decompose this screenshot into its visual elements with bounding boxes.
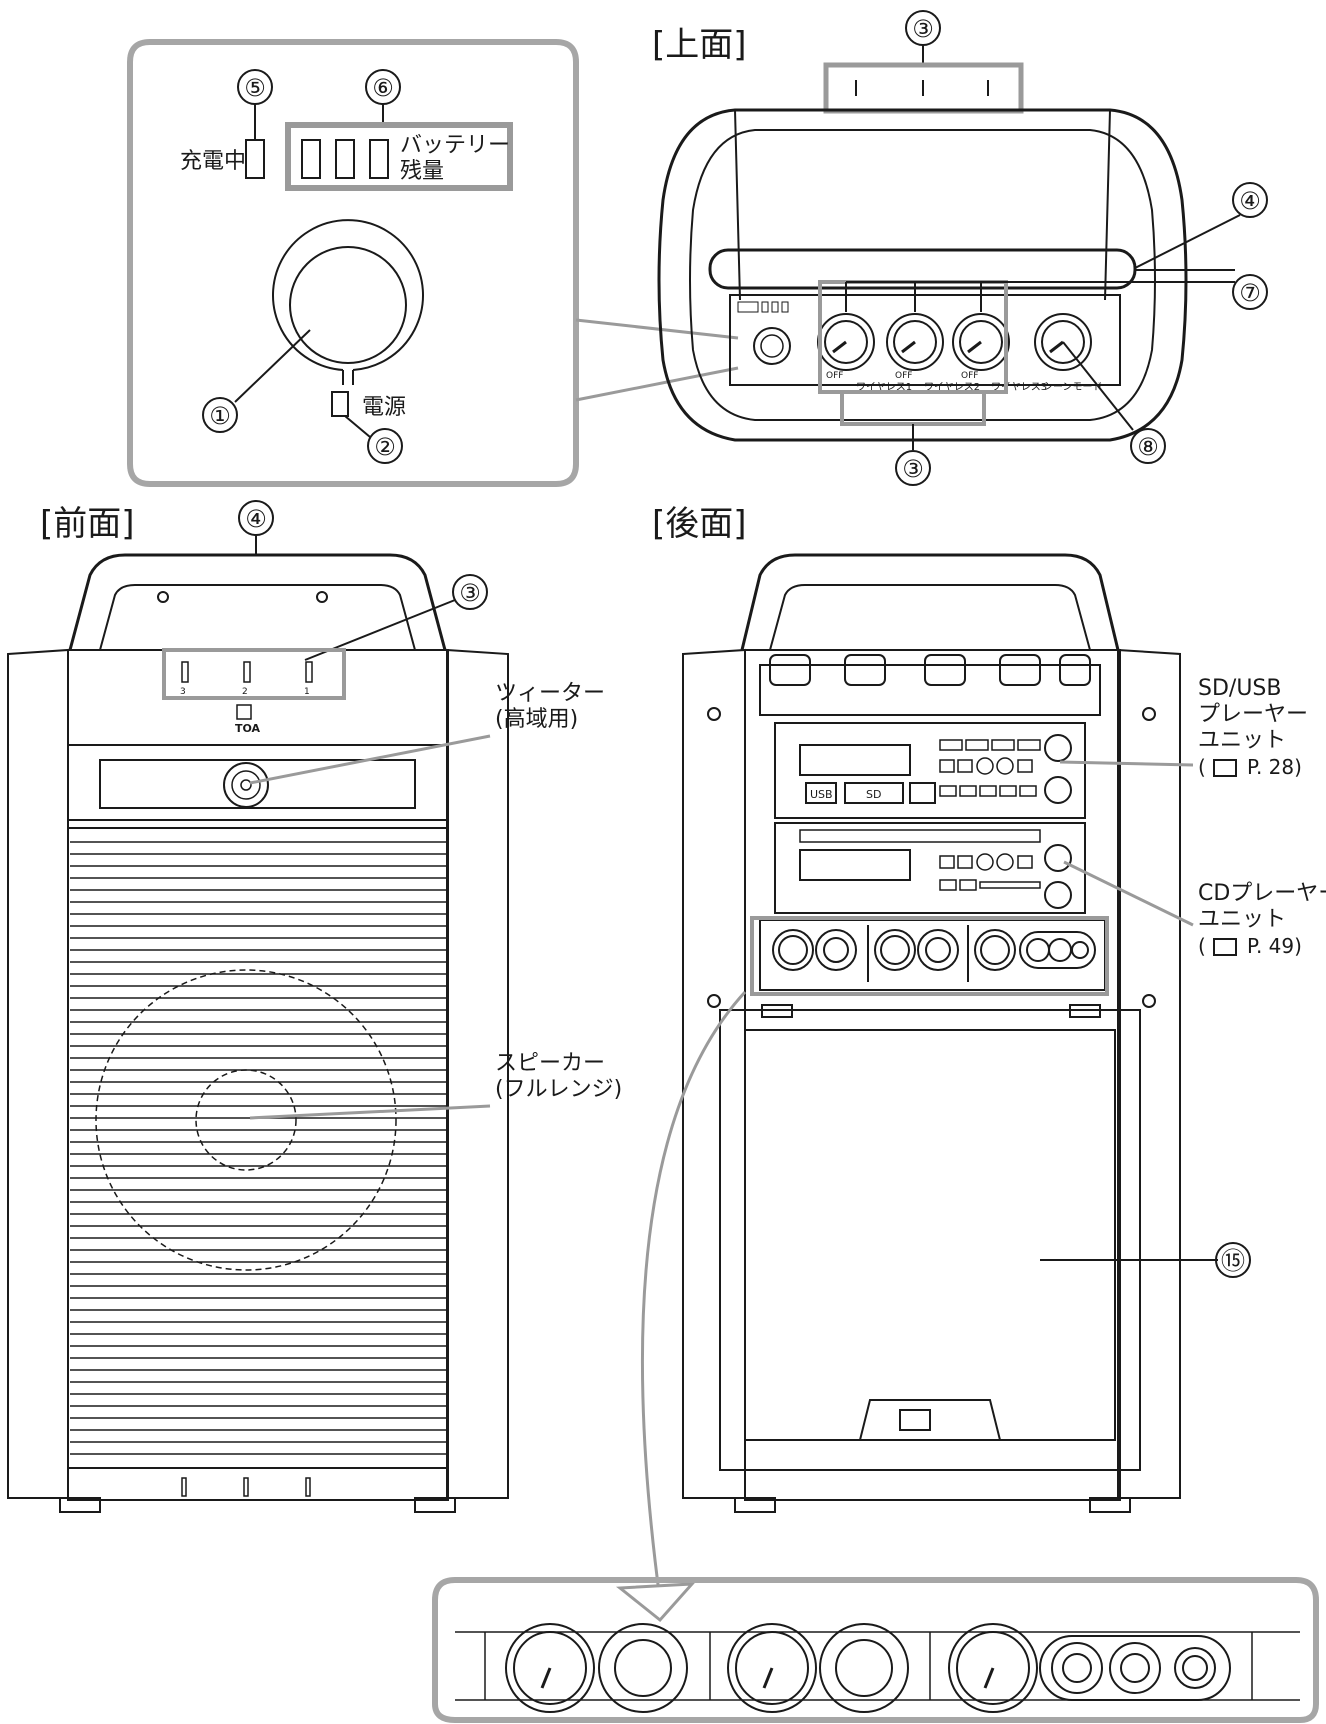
slot-num-2: 2 — [242, 687, 248, 697]
cd-label-2: ユニット — [1198, 907, 1286, 932]
callout-3-bottom: ③ — [902, 455, 924, 483]
charging-label: 充電中 — [180, 149, 246, 174]
callout-1: ① — [209, 402, 231, 430]
zoom-arrow-head — [615, 1582, 696, 1623]
page-ref-icon — [1213, 938, 1237, 956]
scene-mode-label: シーンモード — [1043, 382, 1103, 393]
sd-usb-player-unit — [774, 722, 1086, 819]
knob1-label: ワイヤレス1 — [856, 382, 912, 393]
top-view-title: [上面] — [652, 25, 747, 65]
knob2-off: OFF — [895, 371, 912, 381]
cd-label-1: CDプレーヤー — [1198, 881, 1326, 906]
callout-4-front: ④ — [245, 505, 267, 533]
knob3-label: ワイヤレス3 — [991, 382, 1047, 393]
sd-slot-label: SD — [866, 788, 881, 801]
power-button — [289, 246, 407, 364]
cd-player-unit — [774, 822, 1086, 914]
page-ref-icon — [1213, 759, 1237, 777]
callout-7: ⑦ — [1239, 279, 1261, 307]
callout-15: ⑮ — [1221, 1247, 1245, 1275]
rear-view-title: [後面] — [652, 504, 747, 544]
inset-input-panel-detail — [432, 1577, 1319, 1723]
speaker-grille — [67, 827, 449, 1469]
svg-text:(: ( — [1198, 755, 1206, 779]
knob2-label: ワイヤレス2 — [924, 382, 980, 393]
tweeter — [223, 762, 269, 808]
callout-6: ⑥ — [372, 74, 394, 102]
battery-label-2: 残量 — [400, 159, 444, 184]
sd-usb-label-2: プレーヤー — [1198, 702, 1308, 727]
front-view: [前面] ④ ③ 3 2 1 TOA ツィーター (高域用) — [7, 500, 622, 1513]
power-label: 電源 — [362, 395, 406, 420]
slot-num-1: 1 — [304, 687, 310, 697]
slot-num-3: 3 — [180, 687, 186, 697]
callout-2: ② — [374, 433, 396, 461]
battery-led-2 — [335, 139, 355, 179]
power-led — [331, 391, 349, 417]
callout-5: ⑤ — [244, 74, 266, 102]
cd-ref: P. 49) — [1247, 934, 1302, 958]
callout-3-top: ③ — [912, 15, 934, 43]
tweeter-label-2: (高域用) — [495, 707, 578, 732]
svg-text:(: ( — [1198, 934, 1206, 958]
speaker-label-1: スピーカー — [495, 1051, 605, 1076]
inset-power-detail: ⑤ 充電中 ⑥ バッテリー 残量 ① 電源 ② — [127, 39, 579, 487]
rear-view: [後面] USB SD — [652, 504, 1326, 1513]
battery-frame — [285, 122, 513, 191]
toa-logo-mark — [236, 704, 252, 720]
sd-usb-ref: P. 28) — [1247, 755, 1302, 779]
usb-slot-label: USB — [810, 788, 833, 801]
sd-usb-label-1: SD/USB — [1198, 676, 1281, 701]
knob3-off: OFF — [961, 371, 978, 381]
speaker-label-2: (フルレンジ) — [495, 1077, 622, 1102]
battery-led-3 — [369, 139, 389, 179]
tweeter-label-1: ツィーター — [495, 681, 605, 706]
charging-led — [245, 139, 265, 179]
knob1-off: OFF — [826, 371, 843, 381]
front-view-title: [前面] — [40, 504, 135, 544]
top-view: [上面] ③ ④ — [652, 10, 1268, 486]
battery-led-1 — [301, 139, 321, 179]
callout-4-top: ④ — [1239, 187, 1261, 215]
brand-logo: TOA — [235, 722, 261, 735]
callout-3-front: ③ — [459, 579, 481, 607]
callout-8: ⑧ — [1137, 433, 1159, 461]
battery-label-1: バッテリー — [400, 133, 510, 158]
sd-usb-label-3: ユニット — [1198, 728, 1286, 753]
zoom-arrow — [640, 990, 747, 1601]
